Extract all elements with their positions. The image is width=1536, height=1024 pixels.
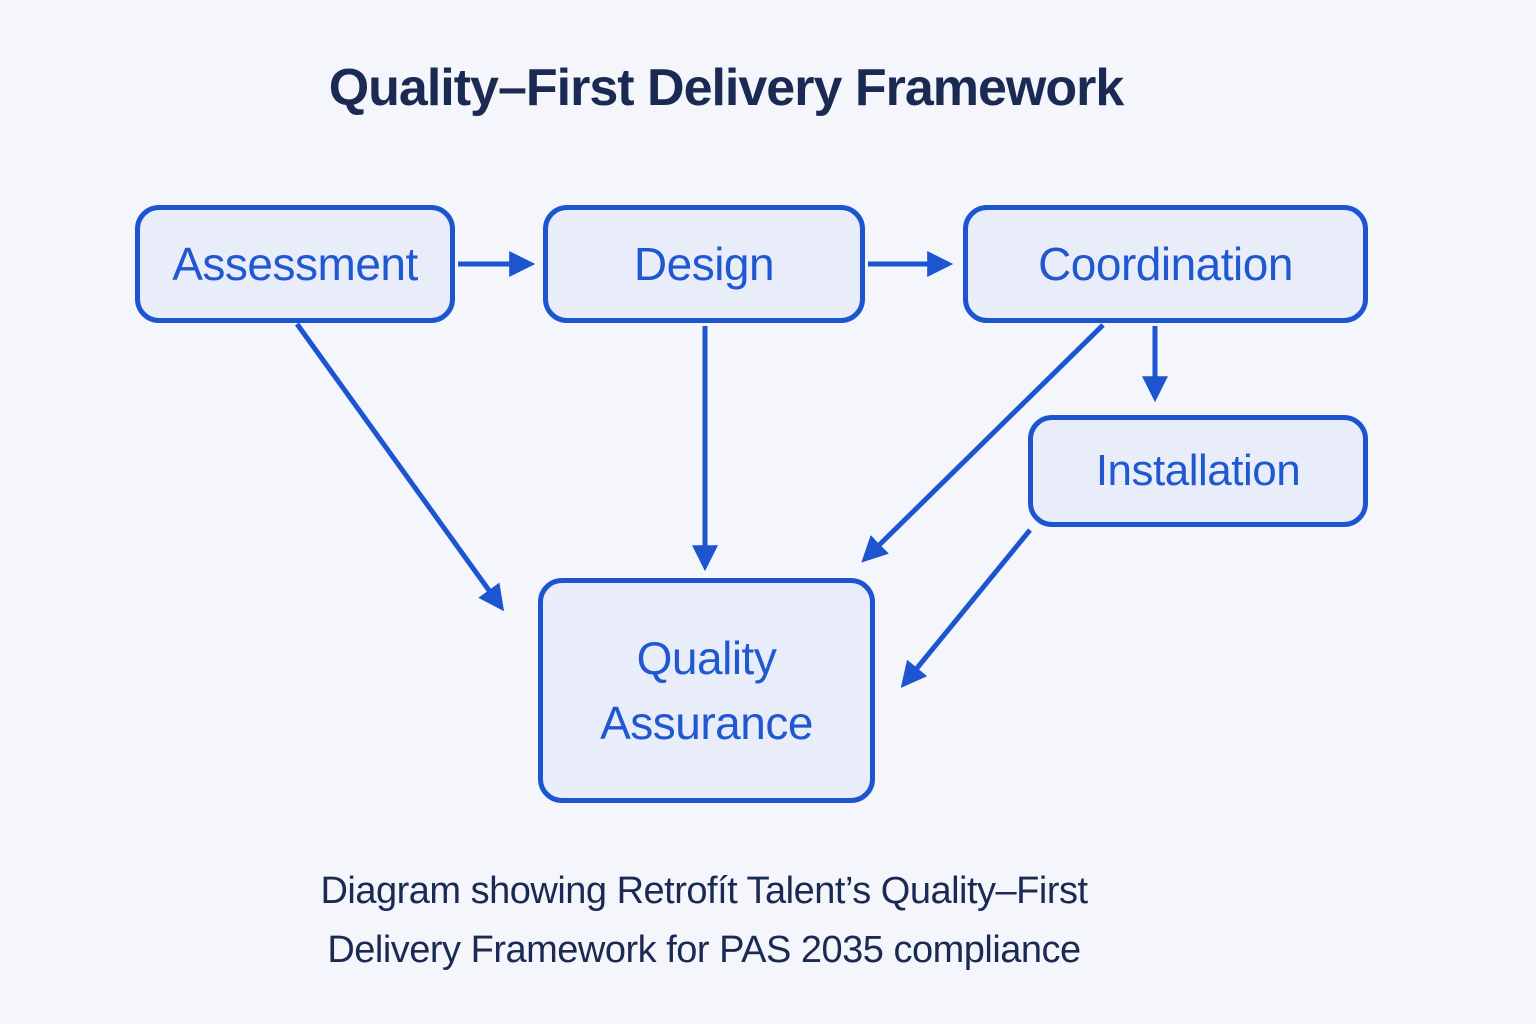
node-quality-assurance-label: Quality Assurance bbox=[600, 632, 813, 749]
node-coordination-label: Coordination bbox=[1038, 238, 1293, 290]
diagram-caption: Diagram showing Retrofít Talent’s Qualit… bbox=[0, 862, 1408, 980]
edge-assessment-to-quality-assurance bbox=[294, 322, 505, 612]
node-design: Design bbox=[543, 205, 865, 323]
node-assessment-label: Assessment bbox=[172, 238, 418, 290]
caption-line-1: Diagram showing Retrofít Talent’s Qualit… bbox=[320, 870, 1088, 912]
page-title: Quality–First Delivery Framework bbox=[328, 59, 1125, 117]
edge-coordination-to-quality-assurance bbox=[861, 323, 1105, 563]
node-installation-label: Installation bbox=[1095, 446, 1301, 495]
node-coordination: Coordination bbox=[963, 205, 1368, 323]
node-assessment: Assessment bbox=[135, 205, 455, 323]
node-design-label: Design bbox=[633, 238, 775, 290]
edge-installation-to-quality-assurance bbox=[900, 528, 1032, 689]
node-installation: Installation bbox=[1028, 415, 1368, 527]
node-quality-assurance: Quality Assurance bbox=[538, 578, 875, 803]
caption-line-2: Delivery Framework for PAS 2035 complian… bbox=[327, 928, 1081, 971]
